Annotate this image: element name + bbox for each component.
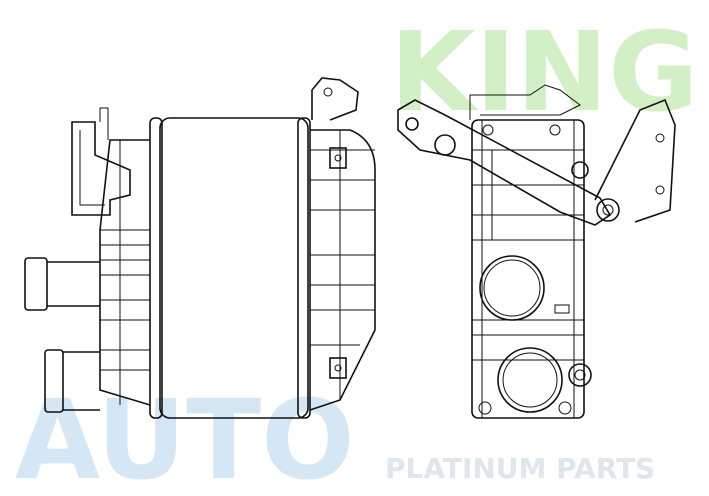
side-view xyxy=(24,77,376,419)
watermark: AUTO KING PLATINUM PARTS xyxy=(15,8,699,496)
front-view xyxy=(397,84,676,419)
watermark-brand-blue: AUTO xyxy=(15,376,355,496)
watermark-tagline: PLATINUM PARTS xyxy=(385,452,655,485)
watermark-brand-green: KING xyxy=(390,8,699,136)
